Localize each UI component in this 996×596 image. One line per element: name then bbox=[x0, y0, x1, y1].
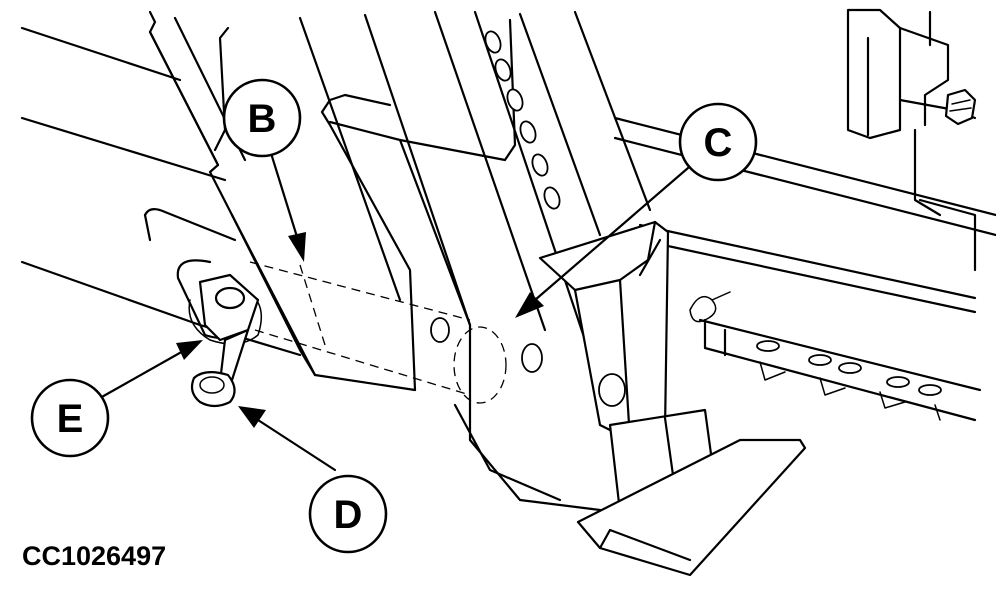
callout-c-label: C bbox=[704, 121, 733, 165]
callout-b-label: B bbox=[248, 97, 277, 141]
jack-tube bbox=[298, 10, 652, 512]
callout-e: E bbox=[30, 378, 110, 458]
mounting-bracket bbox=[148, 10, 417, 392]
hidden-mount-tube bbox=[249, 261, 543, 404]
arrow-c bbox=[515, 292, 544, 318]
callout-e-label: E bbox=[57, 397, 84, 441]
arrow-d bbox=[238, 406, 266, 428]
arrow-e bbox=[176, 340, 203, 360]
leader-arrows bbox=[98, 148, 690, 472]
adjustment-holes bbox=[484, 30, 561, 210]
callout-c: C bbox=[678, 102, 758, 182]
perforated-rail bbox=[703, 318, 977, 422]
machine-frame bbox=[20, 26, 996, 392]
lock-pin-assembly bbox=[176, 259, 263, 408]
callout-d: D bbox=[308, 474, 388, 554]
jack-leg bbox=[538, 220, 807, 577]
spring-clip-right bbox=[689, 291, 731, 323]
callout-d-label: D bbox=[334, 493, 363, 537]
arrow-b bbox=[288, 232, 306, 262]
callout-b: B bbox=[222, 78, 302, 158]
figure-id: CC1026497 bbox=[22, 541, 166, 571]
upper-right-bracket bbox=[846, 8, 977, 272]
